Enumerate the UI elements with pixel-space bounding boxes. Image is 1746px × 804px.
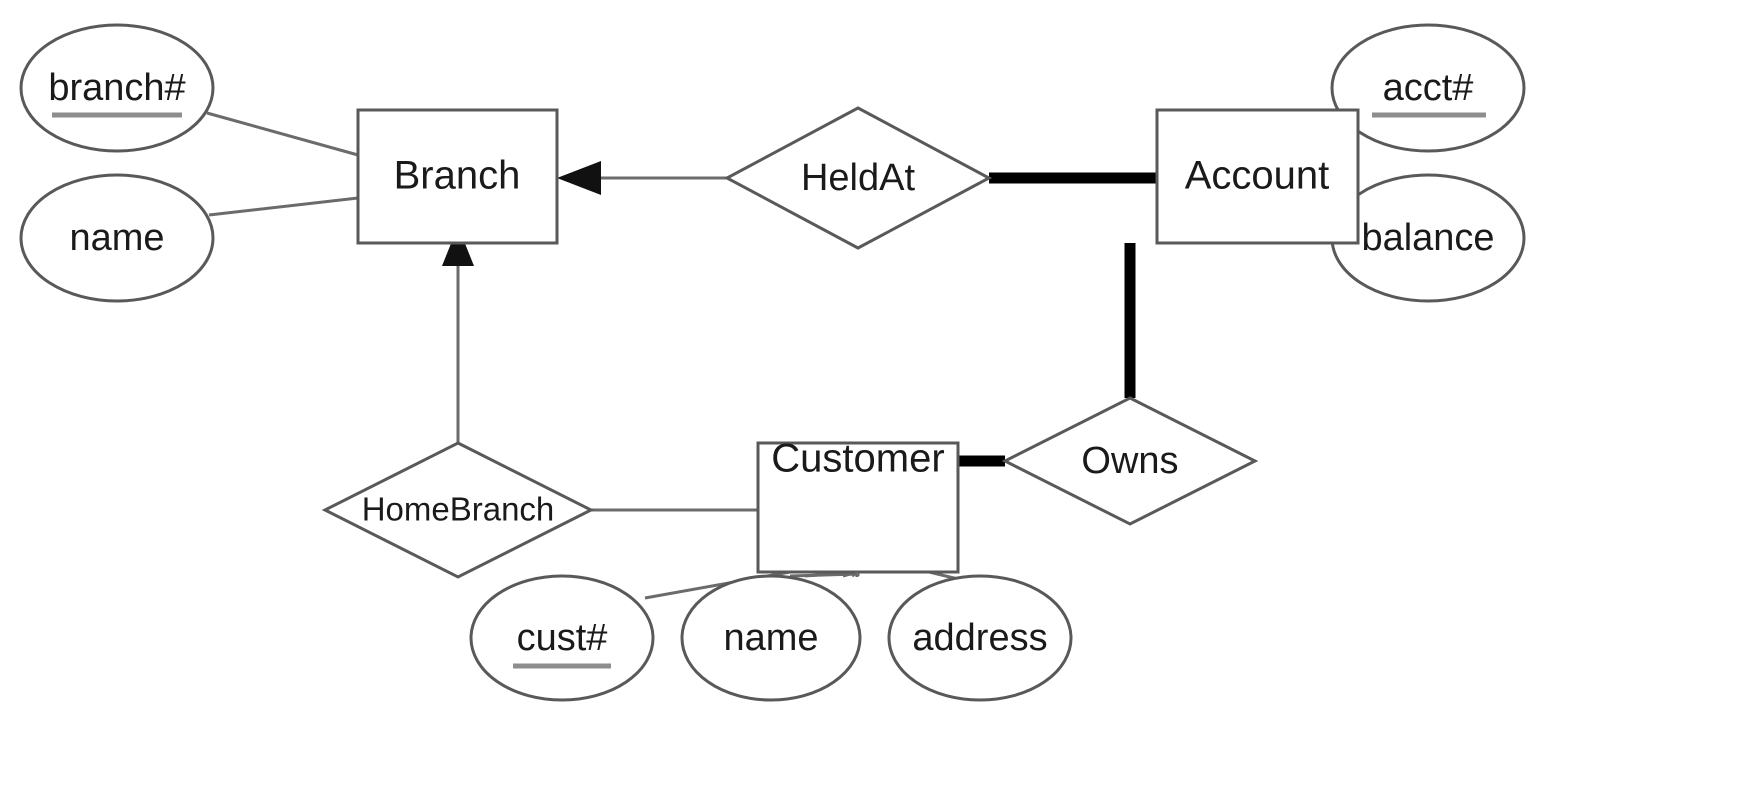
account-number-label: acct#	[1383, 67, 1474, 109]
relationship-homebranch[interactable]: HomeBranch	[321, 441, 595, 579]
customer-number-label: cust#	[517, 617, 608, 659]
owns-diamond-shape	[1001, 396, 1259, 526]
customer-label: Customer	[771, 437, 944, 481]
attribute-account-number[interactable]: acct#	[1330, 23, 1526, 153]
entity-account[interactable]: Account	[1155, 108, 1360, 245]
attribute-customer-address[interactable]: address	[887, 574, 1073, 702]
arrow-head-heldat-branch-icon	[557, 161, 601, 195]
account-label: Account	[1185, 154, 1330, 198]
customer-number-ellipse-shape	[469, 574, 655, 702]
heldat-label: HeldAt	[801, 157, 915, 199]
branch-number-ellipse-shape	[19, 23, 215, 153]
edge-branch-name-to-branch	[208, 196, 359, 217]
relationship-heldat[interactable]: HeldAt	[723, 106, 993, 250]
customer-address-label: address	[912, 617, 1047, 659]
customer-rect-shape	[756, 441, 960, 574]
relationship-owns[interactable]: Owns	[1001, 396, 1259, 526]
account-balance-label: balance	[1361, 217, 1494, 259]
customer-name-ellipse-shape	[680, 574, 862, 702]
homebranch-diamond-shape	[321, 441, 595, 579]
attribute-customer-name[interactable]: name	[680, 574, 862, 702]
edge-branch-number-to-branch	[206, 111, 359, 157]
branch-number-label: branch#	[48, 67, 185, 109]
attribute-account-balance[interactable]: balance	[1330, 173, 1526, 303]
branch-label: Branch	[394, 154, 521, 198]
attribute-branch-number[interactable]: branch#	[19, 23, 215, 153]
owns-label: Owns	[1081, 440, 1178, 482]
attribute-branch-name[interactable]: name	[19, 173, 215, 303]
entity-customer[interactable]: Customer	[756, 437, 960, 574]
customer-address-ellipse-shape	[887, 574, 1073, 702]
heldat-diamond-shape	[723, 106, 993, 250]
branch-name-ellipse-shape	[19, 173, 215, 303]
account-rect-shape	[1155, 108, 1360, 245]
attribute-customer-number[interactable]: cust#	[469, 574, 655, 702]
arrow-head-homebranch-branch-icon	[442, 226, 474, 266]
account-number-ellipse-shape	[1330, 23, 1526, 153]
entity-branch[interactable]: Branch	[356, 108, 559, 245]
branch-rect-shape	[356, 108, 559, 245]
customer-name-label: name	[723, 617, 818, 659]
branch-name-label: name	[69, 217, 164, 259]
homebranch-label: HomeBranch	[362, 491, 555, 528]
